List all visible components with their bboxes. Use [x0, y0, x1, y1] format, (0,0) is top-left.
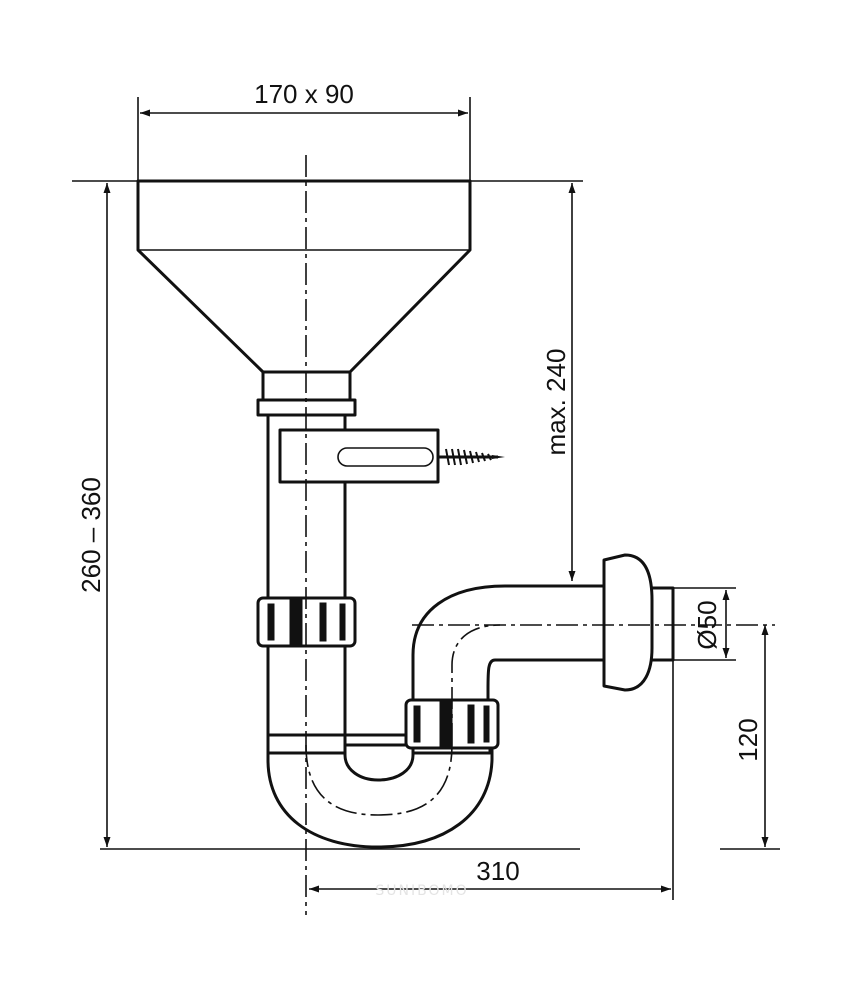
funnel-bowl: [136, 179, 472, 417]
max-height-label: max. 240: [541, 349, 571, 456]
dimension-lines: [72, 97, 780, 900]
outlet-height-label: 120: [733, 718, 763, 761]
total-height-label: 260 – 360: [76, 477, 106, 593]
outlet-distance-label: 310: [476, 856, 519, 886]
outlet-diameter-label: Ø50: [692, 600, 722, 649]
wall-bracket: [278, 428, 505, 484]
bowl-size-label: 170 x 90: [254, 79, 354, 109]
wall-rosette: [602, 553, 654, 692]
watermark: SUNIBOMO: [375, 883, 468, 899]
screw-icon: [445, 448, 492, 466]
union-nut-left: [256, 596, 357, 648]
center-lines: [305, 155, 775, 915]
wall-outlet: [602, 553, 675, 692]
u-bend: [266, 733, 494, 849]
